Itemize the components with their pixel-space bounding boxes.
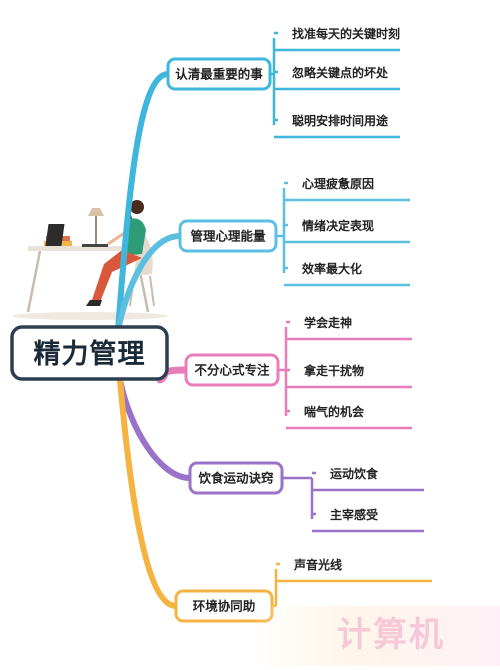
leaf-label: 忽略关键点的坏处 — [292, 65, 389, 80]
branch-node-box — [184, 353, 280, 387]
leaf-label: 效率最大化 — [302, 261, 362, 276]
leaf-label: 找准每天的关键时刻 — [292, 26, 400, 41]
branch-node-box — [166, 57, 272, 91]
leaf-label: 学会走神 — [304, 315, 352, 330]
branch-node-label: 管理心理能量 — [190, 229, 266, 244]
leaf-label: 主宰感受 — [330, 507, 378, 522]
leaf-label: 喘气的机会 — [304, 404, 365, 419]
leaf-label: 情绪决定表现 — [302, 218, 374, 233]
branch-node-label: 环境协同助 — [193, 599, 256, 614]
leaf-label: 心理疲惫原因 — [302, 176, 374, 191]
branch-connector — [115, 233, 183, 333]
branch-connector — [115, 71, 171, 333]
leaf-label: 运动饮食 — [330, 466, 379, 481]
leaf-label: 声音光线 — [293, 557, 342, 572]
branch-node-box — [178, 219, 278, 253]
root-node-box — [10, 325, 169, 381]
leaf-label: 拿走干扰物 — [303, 363, 364, 378]
branch-node-label: 认清最重要的事 — [175, 67, 263, 82]
leaf-label: 聪明安排时间用途 — [292, 113, 389, 128]
branch-node-box — [188, 461, 284, 495]
branch-connector — [117, 377, 179, 609]
root-node-label: 精力管理 — [34, 339, 146, 370]
branch-node-label: 不分心式专注 — [194, 363, 270, 378]
branch-node-label: 饮食运动诀窍 — [197, 471, 273, 486]
